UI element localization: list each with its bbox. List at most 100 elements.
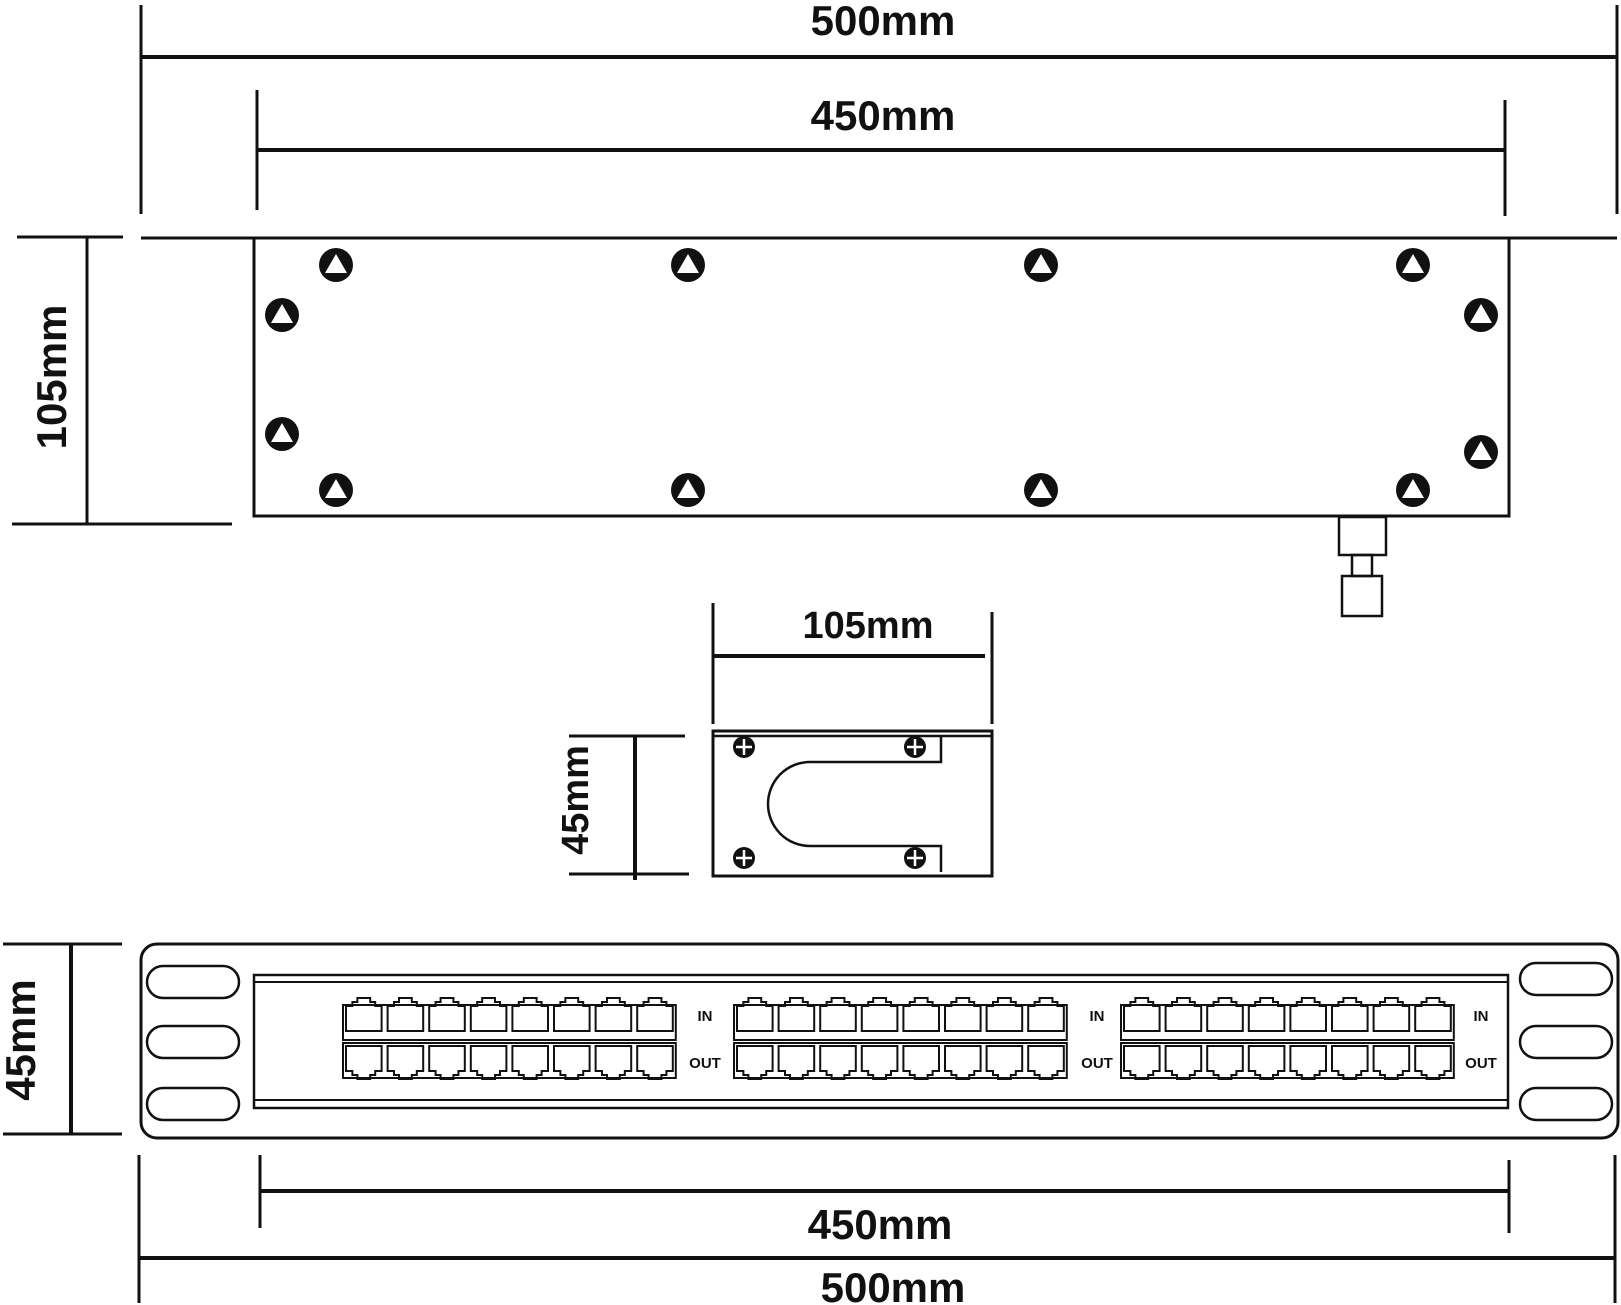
top-depth-label: 105mm bbox=[28, 305, 75, 450]
front-total-width-label: 500mm bbox=[821, 1264, 966, 1305]
group-3-out-label: OUT bbox=[1465, 1055, 1497, 1072]
port-group bbox=[342, 997, 677, 1080]
rj45-in-port bbox=[553, 997, 591, 1032]
rj45-out-port bbox=[345, 1045, 383, 1080]
rj45-out-port bbox=[1027, 1045, 1065, 1080]
rj45-in-port bbox=[469, 997, 508, 1032]
cable-slot bbox=[766, 736, 943, 872]
screw-icon bbox=[265, 417, 299, 451]
port-group bbox=[1120, 997, 1455, 1080]
rj45-in-port bbox=[511, 997, 549, 1032]
port-panel bbox=[252, 973, 1510, 1110]
screw-icon bbox=[1396, 248, 1430, 282]
rj45-in-port bbox=[428, 997, 466, 1032]
rj45-in-port bbox=[902, 997, 940, 1032]
side-depth-dimension: 105mm bbox=[711, 603, 994, 724]
rj45-out-port bbox=[777, 1045, 816, 1080]
rj45-out-port bbox=[469, 1045, 508, 1080]
top-total-width-dimension: 500mm bbox=[139, 0, 1619, 214]
mounting-slot bbox=[1518, 1024, 1614, 1060]
screw-icon bbox=[265, 298, 299, 332]
screw-icon bbox=[319, 248, 353, 282]
front-inner-width-dimension: 450mm bbox=[258, 1155, 1511, 1248]
rj45-in-port bbox=[594, 997, 633, 1032]
top-total-width-label: 500mm bbox=[811, 0, 956, 44]
group-1-in-label: IN bbox=[698, 1008, 713, 1025]
screw-icon bbox=[1024, 248, 1058, 282]
rj45-out-port bbox=[1372, 1045, 1411, 1080]
rj45-out-port bbox=[636, 1045, 674, 1080]
rj45-in-port bbox=[1123, 997, 1161, 1032]
rj45-port-groups bbox=[342, 997, 1455, 1080]
rj45-out-port bbox=[1414, 1045, 1452, 1080]
rj45-out-port bbox=[860, 1045, 899, 1080]
rj45-in-port bbox=[1331, 997, 1369, 1032]
mounting-slot bbox=[1518, 961, 1614, 997]
rj45-in-port bbox=[1414, 997, 1452, 1032]
screw-icon bbox=[1024, 473, 1058, 507]
rj45-in-port bbox=[1289, 997, 1327, 1032]
rj45-out-port bbox=[594, 1045, 633, 1080]
front-total-width-dimension: 500mm bbox=[137, 1155, 1617, 1305]
port-group bbox=[733, 997, 1068, 1080]
front-inner-width-label: 450mm bbox=[808, 1201, 953, 1248]
side-height-dimension: 45mm bbox=[555, 734, 689, 880]
front-height-label: 45mm bbox=[0, 979, 44, 1100]
rj45-out-port bbox=[1206, 1045, 1244, 1080]
rj45-out-port bbox=[553, 1045, 591, 1080]
mounting-slot bbox=[145, 1024, 241, 1060]
rj45-out-port bbox=[819, 1045, 857, 1080]
enclosure-top-outline bbox=[252, 236, 1511, 518]
screw-icon bbox=[1396, 473, 1430, 507]
cable-connector bbox=[1337, 515, 1388, 618]
rj45-out-port bbox=[902, 1045, 940, 1080]
phillips-screw-icon bbox=[733, 847, 755, 869]
screw-icon bbox=[671, 473, 705, 507]
rj45-in-port bbox=[345, 997, 383, 1032]
top-inner-width-label: 450mm bbox=[811, 92, 956, 139]
rj45-out-port bbox=[511, 1045, 549, 1080]
rj45-in-port bbox=[386, 997, 425, 1032]
rj45-out-port bbox=[1123, 1045, 1161, 1080]
screw-icon bbox=[1464, 298, 1498, 332]
rj45-out-port bbox=[1331, 1045, 1369, 1080]
side-view: 105mm 45mm bbox=[555, 603, 994, 880]
rj45-in-port bbox=[860, 997, 899, 1032]
rj45-in-port bbox=[1206, 997, 1244, 1032]
rj45-out-port bbox=[1164, 1045, 1203, 1080]
rj45-in-port bbox=[985, 997, 1024, 1032]
rj45-in-port bbox=[777, 997, 816, 1032]
rj45-in-port bbox=[636, 997, 674, 1032]
screw-icon bbox=[671, 248, 705, 282]
phillips-screw-icon bbox=[904, 736, 926, 758]
top-depth-dimension: 105mm bbox=[12, 235, 232, 526]
enclosure-side-outline bbox=[711, 729, 994, 878]
rack-faceplate bbox=[139, 942, 1620, 1140]
screw-group bbox=[265, 248, 1498, 507]
mounting-slot bbox=[145, 964, 241, 1000]
front-view: 45mm IN OUT IN OUT IN OUT 4 bbox=[0, 942, 1620, 1305]
side-height-label: 45mm bbox=[555, 745, 597, 855]
rj45-in-port bbox=[736, 997, 774, 1032]
group-1-out-label: OUT bbox=[689, 1055, 721, 1072]
front-height-dimension: 45mm bbox=[0, 942, 122, 1136]
rj45-in-port bbox=[819, 997, 857, 1032]
phillips-screw-icon bbox=[733, 736, 755, 758]
rj45-out-port bbox=[1247, 1045, 1286, 1080]
group-3-in-label: IN bbox=[1474, 1008, 1489, 1025]
rj45-out-port bbox=[985, 1045, 1024, 1080]
rj45-out-port bbox=[1289, 1045, 1327, 1080]
screw-icon bbox=[319, 473, 353, 507]
side-screws bbox=[733, 736, 926, 869]
mounting-slot bbox=[145, 1086, 241, 1122]
group-2-out-label: OUT bbox=[1081, 1055, 1113, 1072]
rj45-in-port bbox=[944, 997, 982, 1032]
top-inner-width-dimension: 450mm bbox=[255, 90, 1507, 216]
rj45-in-port bbox=[1247, 997, 1286, 1032]
rj45-out-port bbox=[736, 1045, 774, 1080]
top-view: 500mm 450mm 105mm bbox=[12, 0, 1619, 618]
rj45-in-port bbox=[1164, 997, 1203, 1032]
rj45-in-port bbox=[1372, 997, 1411, 1032]
mounting-slots bbox=[145, 961, 1614, 1122]
